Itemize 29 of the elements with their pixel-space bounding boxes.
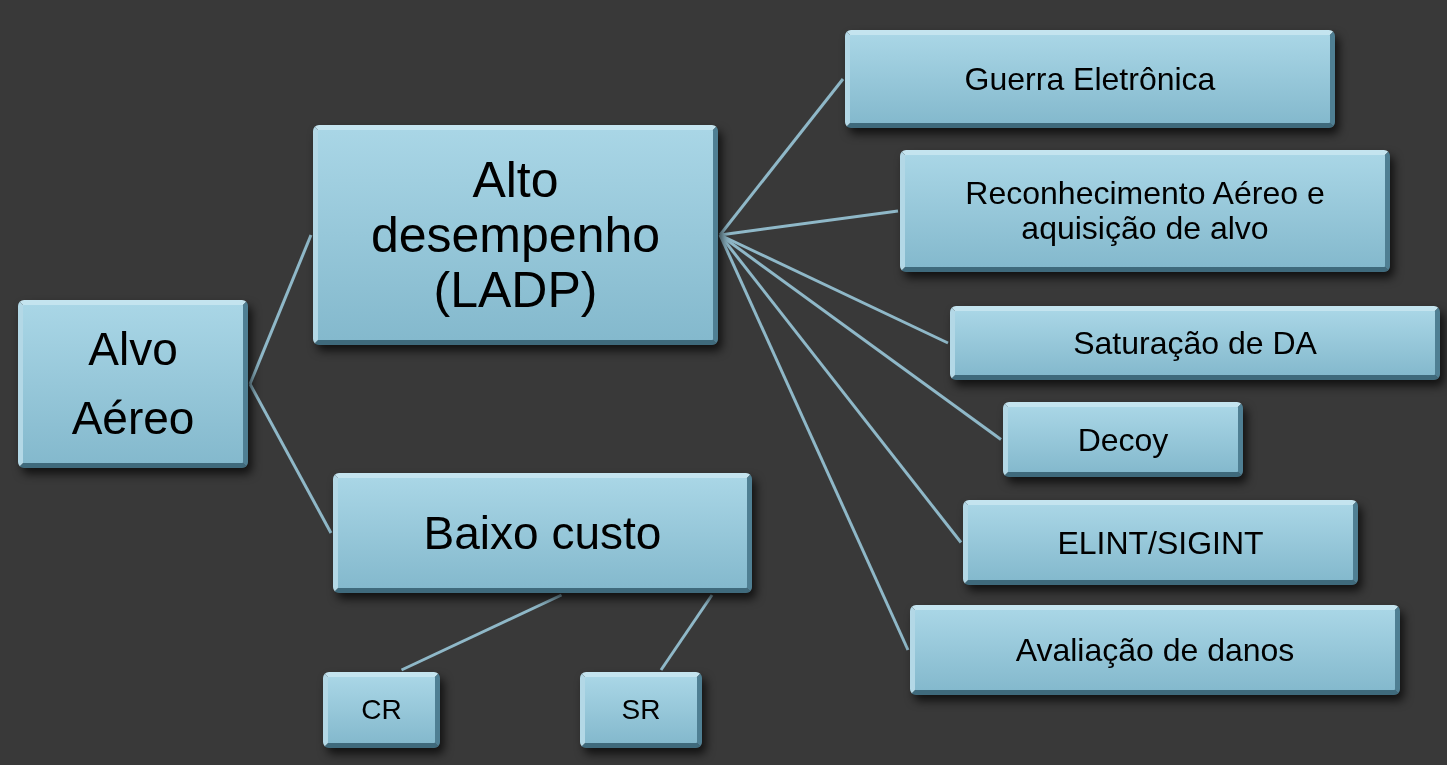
box-label: Alto desempenho (LADP) <box>369 152 662 318</box>
connector-line <box>400 593 563 672</box>
connector-line <box>248 234 313 385</box>
box-label: Decoy <box>1077 420 1169 460</box>
connector-line <box>718 78 845 236</box>
bevel-box <box>1003 402 1243 477</box>
bevel-box <box>950 306 1440 380</box>
box-label: SR <box>621 693 661 727</box>
connector-line <box>719 209 899 237</box>
box-label: CR <box>361 693 402 727</box>
connector-line <box>659 594 714 671</box>
bevel-box <box>18 300 248 468</box>
bevel-box <box>845 30 1335 128</box>
bevel-box <box>333 473 752 593</box>
bevel-box <box>910 605 1400 695</box>
bevel-box <box>323 672 440 748</box>
bevel-box <box>313 125 718 345</box>
box-label: Guerra Eletrônica <box>964 60 1216 99</box>
box-label: Saturação de DA <box>1073 324 1317 363</box>
box-label: Avaliação de danos <box>1015 631 1295 670</box>
box-label: ELINT/SIGINT <box>1057 523 1264 563</box>
box-label: Reconhecimento Aéreo e aquisição de alvo <box>964 175 1326 247</box>
connector-line <box>248 383 333 534</box>
bevel-box <box>580 672 702 748</box>
bevel-box <box>900 150 1390 272</box>
box-label: Baixo custo <box>423 505 662 561</box>
box-label: Alvo Aéreo <box>70 322 196 446</box>
connector-line <box>718 234 910 651</box>
bevel-box <box>963 500 1358 585</box>
